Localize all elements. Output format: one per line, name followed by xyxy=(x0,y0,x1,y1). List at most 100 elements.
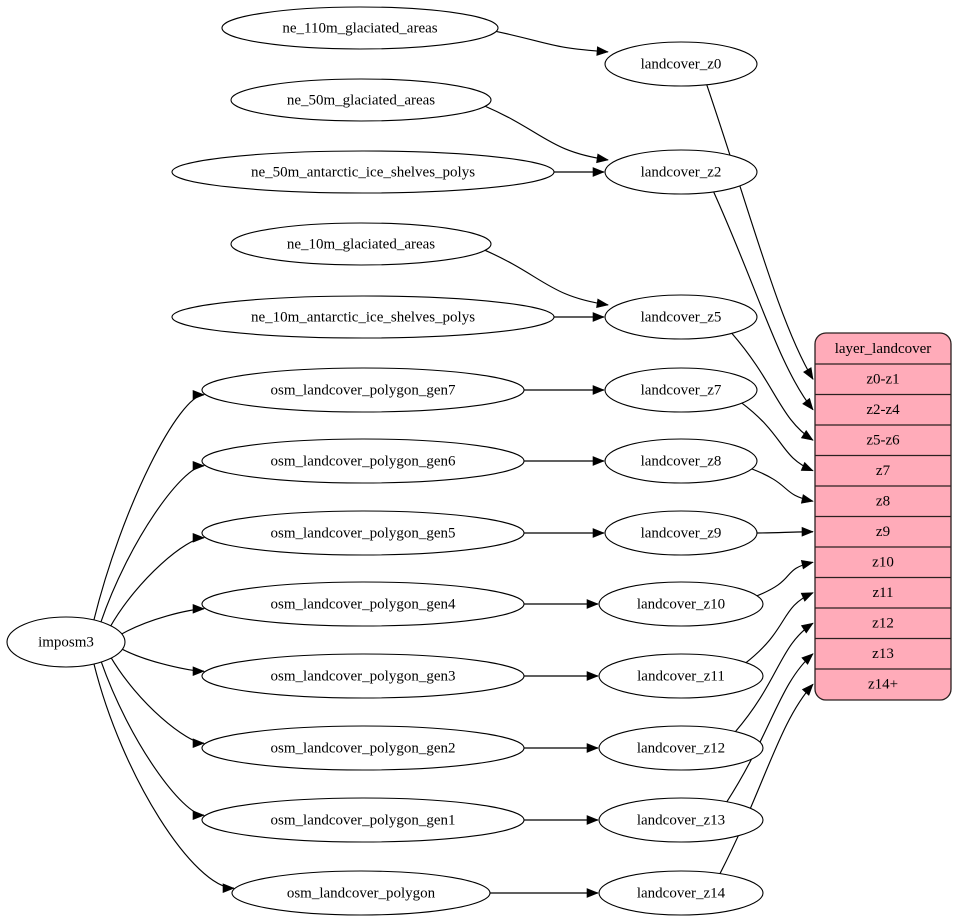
table-row-z8[interactable]: z8 xyxy=(876,494,890,510)
edges-layer xyxy=(93,30,814,898)
node-label-landcover_z13: landcover_z13 xyxy=(637,812,725,828)
node-label-landcover_z7: landcover_z7 xyxy=(641,382,722,398)
node-osm_landcover_polygon_gen5[interactable]: osm_landcover_polygon_gen5 xyxy=(201,510,525,556)
node-ne_10m_antarctic_ice_shelves_polys[interactable]: ne_10m_antarctic_ice_shelves_polys xyxy=(171,295,555,339)
node-shape-ne_50m_glaciated_areas xyxy=(230,78,492,122)
node-label-osm_landcover_polygon: osm_landcover_polygon xyxy=(287,885,436,901)
node-shape-landcover_z10 xyxy=(598,581,764,627)
node-landcover_z12[interactable]: landcover_z12 xyxy=(598,725,764,771)
edge-arrowhead-osm_landcover_polygon_gen3-landcover_z11 xyxy=(586,671,599,681)
node-shape-osm_landcover_polygon xyxy=(231,870,491,916)
node-ne_50m_glaciated_areas[interactable]: ne_50m_glaciated_areas xyxy=(230,78,492,122)
node-label-landcover_z8: landcover_z8 xyxy=(641,453,722,469)
edge-imposm3-osm_landcover_polygon xyxy=(93,663,235,889)
edge-ne_10m_glaciated_areas-landcover_z5 xyxy=(483,249,609,306)
table-row-z7[interactable]: z7 xyxy=(876,463,891,479)
table-row-z5-z6[interactable]: z5-z6 xyxy=(866,433,900,449)
node-landcover_z0[interactable]: landcover_z0 xyxy=(604,41,758,87)
edge-arrowhead-imposm3-osm_landcover_polygon_gen7 xyxy=(192,389,205,400)
node-label-landcover_z5: landcover_z5 xyxy=(641,309,722,325)
node-landcover_z2[interactable]: landcover_z2 xyxy=(604,149,758,195)
node-label-osm_landcover_polygon_gen4: osm_landcover_polygon_gen4 xyxy=(271,596,456,612)
node-shape-osm_landcover_polygon_gen3 xyxy=(201,653,525,699)
node-osm_landcover_polygon_gen1[interactable]: osm_landcover_polygon_gen1 xyxy=(201,797,525,843)
table-row-z14+[interactable]: z14+ xyxy=(868,677,898,693)
edge-ne_50m_glaciated_areas-landcover_z2 xyxy=(483,105,609,161)
edge-arrowhead-osm_landcover_polygon-landcover_z14 xyxy=(586,888,599,898)
edge-landcover_z2-table-row-1 xyxy=(713,191,814,411)
node-label-osm_landcover_polygon_gen1: osm_landcover_polygon_gen1 xyxy=(271,812,456,828)
table-row-z10[interactable]: z10 xyxy=(872,555,894,571)
node-landcover_z10[interactable]: landcover_z10 xyxy=(598,581,764,627)
table-row-z2-z4[interactable]: z2-z4 xyxy=(866,402,900,418)
node-label-landcover_z0: landcover_z0 xyxy=(641,56,722,72)
edge-arrowhead-landcover_z2-table-row-1 xyxy=(802,397,814,411)
edge-arrowhead-osm_landcover_polygon_gen5-landcover_z9 xyxy=(592,528,605,538)
node-osm_landcover_polygon_gen2[interactable]: osm_landcover_polygon_gen2 xyxy=(201,725,525,771)
edge-arrowhead-landcover_z0-table-row-0 xyxy=(803,367,814,380)
node-ne_10m_glaciated_areas[interactable]: ne_10m_glaciated_areas xyxy=(230,222,492,266)
edge-arrowhead-imposm3-osm_landcover_polygon xyxy=(222,883,235,894)
node-shape-osm_landcover_polygon_gen6 xyxy=(201,438,525,484)
node-landcover_z7[interactable]: landcover_z7 xyxy=(604,367,758,413)
node-landcover_z13[interactable]: landcover_z13 xyxy=(598,797,764,843)
table-row-z0-z1[interactable]: z0-z1 xyxy=(866,372,899,388)
node-osm_landcover_polygon[interactable]: osm_landcover_polygon xyxy=(231,870,491,916)
edge-arrowhead-ne_10m_antarctic_ice_shelves_polys-landcover_z5 xyxy=(592,312,605,322)
node-label-landcover_z12: landcover_z12 xyxy=(637,740,725,756)
edge-arrowhead-osm_landcover_polygon_gen4-landcover_z10 xyxy=(586,599,599,609)
table-row-z11[interactable]: z11 xyxy=(872,585,893,601)
node-shape-ne_50m_antarctic_ice_shelves_polys xyxy=(171,150,555,194)
node-landcover_z9[interactable]: landcover_z9 xyxy=(604,510,758,556)
table-row-z9[interactable]: z9 xyxy=(876,524,890,540)
edge-arrowhead-imposm3-osm_landcover_polygon_gen5 xyxy=(192,532,205,543)
node-label-landcover_z11: landcover_z11 xyxy=(637,668,725,684)
table-row-z13[interactable]: z13 xyxy=(872,646,894,662)
edge-arrowhead-landcover_z5-table-row-2 xyxy=(800,430,814,441)
node-landcover_z11[interactable]: landcover_z11 xyxy=(598,653,764,699)
node-label-ne_50m_antarctic_ice_shelves_polys: ne_50m_antarctic_ice_shelves_polys xyxy=(251,164,475,180)
node-label-ne_10m_antarctic_ice_shelves_polys: ne_10m_antarctic_ice_shelves_polys xyxy=(251,309,475,325)
edge-imposm3-osm_landcover_polygon_gen4 xyxy=(118,608,205,637)
node-osm_landcover_polygon_gen6[interactable]: osm_landcover_polygon_gen6 xyxy=(201,438,525,484)
node-shape-landcover_z9 xyxy=(604,510,758,556)
node-imposm3[interactable]: imposm3 xyxy=(6,616,126,668)
edge-arrowhead-landcover_z11-table-row-7 xyxy=(800,592,814,602)
node-label-osm_landcover_polygon_gen6: osm_landcover_polygon_gen6 xyxy=(271,453,456,469)
node-shape-osm_landcover_polygon_gen4 xyxy=(201,581,525,627)
edge-landcover_z14-table-row-10 xyxy=(719,683,814,875)
table-row-z12[interactable]: z12 xyxy=(872,616,894,632)
edge-arrowhead-osm_landcover_polygon_gen7-landcover_z7 xyxy=(592,385,605,395)
table-title: layer_landcover xyxy=(835,341,932,357)
edge-imposm3-osm_landcover_polygon_gen3 xyxy=(118,647,205,672)
node-ne_110m_glaciated_areas[interactable]: ne_110m_glaciated_areas xyxy=(221,6,499,50)
edge-arrowhead-imposm3-osm_landcover_polygon_gen6 xyxy=(192,460,205,471)
node-shape-osm_landcover_polygon_gen2 xyxy=(201,725,525,771)
node-landcover_z5[interactable]: landcover_z5 xyxy=(604,294,758,340)
edge-arrowhead-imposm3-osm_landcover_polygon_gen4 xyxy=(192,603,205,614)
edge-arrowhead-landcover_z9-table-row-5 xyxy=(801,526,814,537)
node-label-osm_landcover_polygon_gen2: osm_landcover_polygon_gen2 xyxy=(271,740,456,756)
node-label-landcover_z10: landcover_z10 xyxy=(637,596,725,612)
node-ne_50m_antarctic_ice_shelves_polys[interactable]: ne_50m_antarctic_ice_shelves_polys xyxy=(171,150,555,194)
node-osm_landcover_polygon_gen4[interactable]: osm_landcover_polygon_gen4 xyxy=(201,581,525,627)
node-osm_landcover_polygon_gen3[interactable]: osm_landcover_polygon_gen3 xyxy=(201,653,525,699)
node-osm_landcover_polygon_gen7[interactable]: osm_landcover_polygon_gen7 xyxy=(201,367,525,413)
node-label-osm_landcover_polygon_gen3: osm_landcover_polygon_gen3 xyxy=(271,668,456,684)
node-landcover_z8[interactable]: landcover_z8 xyxy=(604,438,758,484)
node-shape-landcover_z2 xyxy=(604,149,758,195)
edge-landcover_z13-table-row-9 xyxy=(726,653,814,803)
node-shape-ne_10m_glaciated_areas xyxy=(230,222,492,266)
node-shape-landcover_z14 xyxy=(598,870,764,916)
node-shape-landcover_z0 xyxy=(604,41,758,87)
edge-imposm3-osm_landcover_polygon_gen5 xyxy=(109,537,205,628)
node-label-landcover_z9: landcover_z9 xyxy=(641,525,722,541)
edge-arrowhead-landcover_z14-table-row-10 xyxy=(801,683,814,696)
edge-arrowhead-landcover_z10-table-row-6 xyxy=(800,559,814,570)
nodes-layer: imposm3 ne_110m_glaciated_areas ne_50m_gla… xyxy=(6,6,764,916)
node-shape-osm_landcover_polygon_gen1 xyxy=(201,797,525,843)
node-landcover_z14[interactable]: landcover_z14 xyxy=(598,870,764,916)
node-shape-osm_landcover_polygon_gen5 xyxy=(201,510,525,556)
edge-ne_110m_glaciated_areas-landcover_z0 xyxy=(493,30,609,53)
edge-arrowhead-landcover_z12-table-row-8 xyxy=(800,622,814,634)
